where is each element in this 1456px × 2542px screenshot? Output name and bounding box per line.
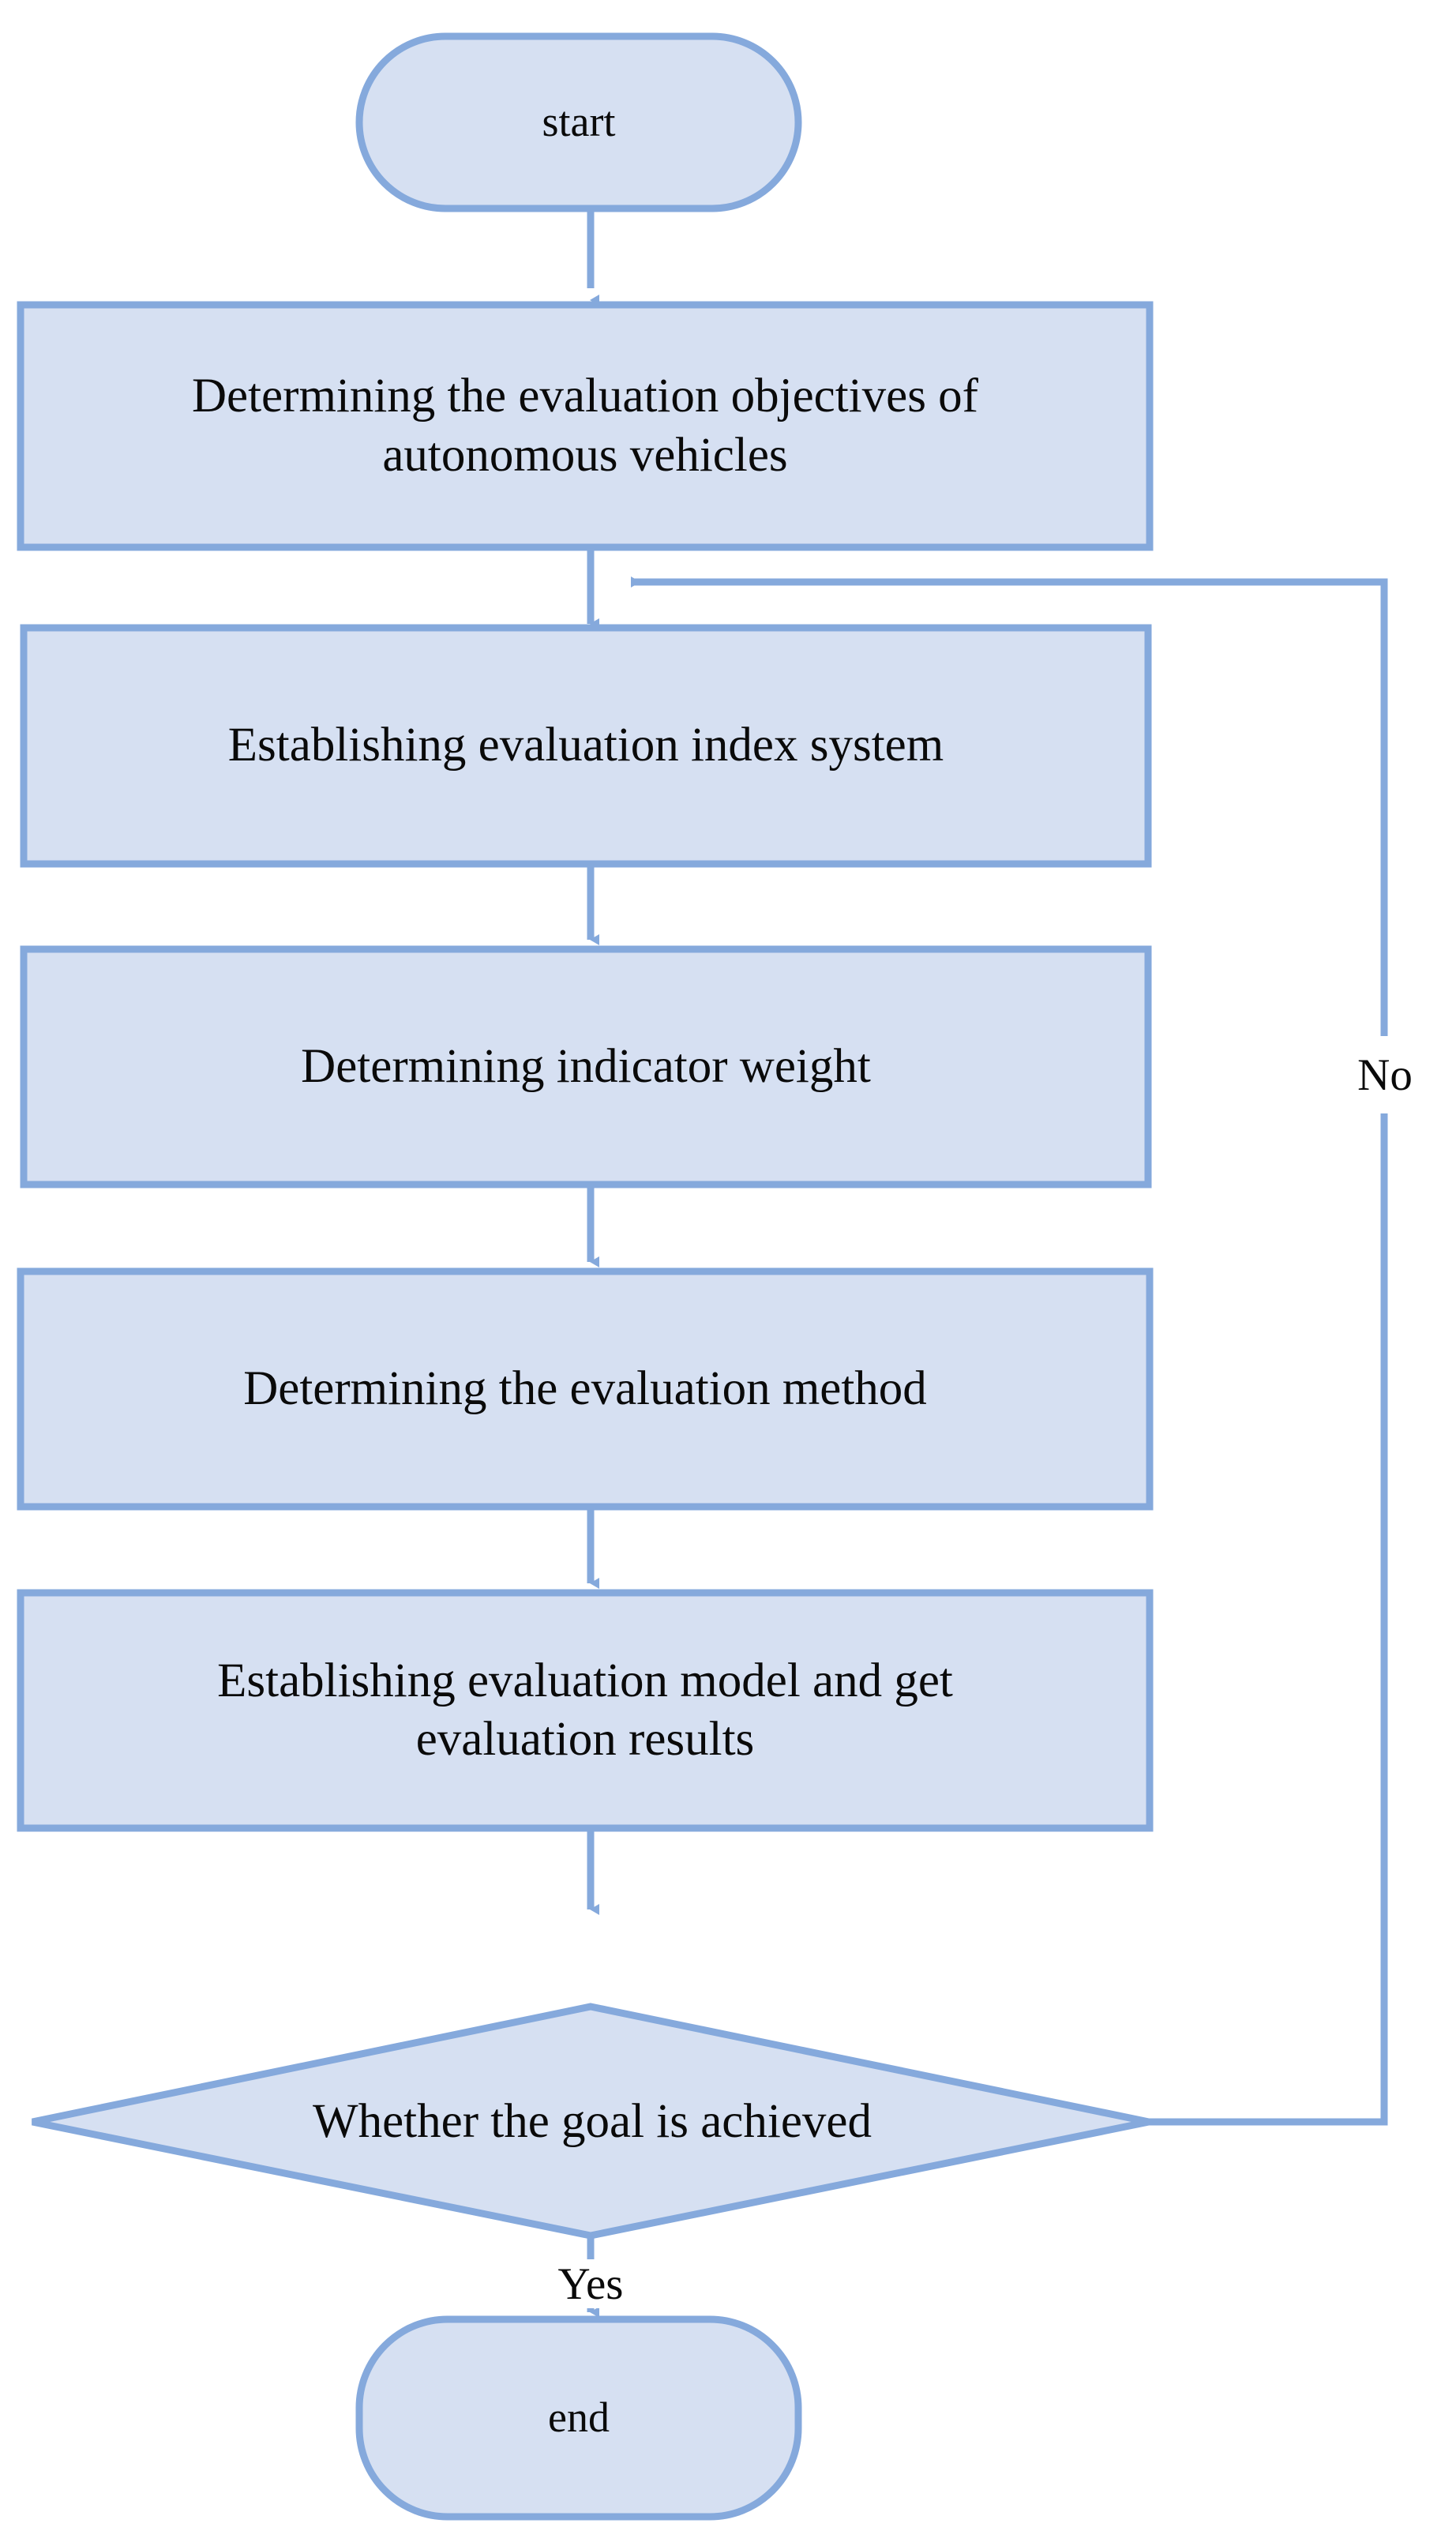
node-start[interactable] [355, 32, 802, 212]
node-indicator-weight[interactable] [20, 945, 1152, 1188]
edge-no-loop-upper [631, 576, 1388, 1041]
node-index-system[interactable] [20, 624, 1152, 868]
node-evaluation-model[interactable] [17, 1589, 1154, 1832]
node-objectives[interactable] [17, 301, 1154, 551]
node-end[interactable] [355, 2315, 802, 2521]
edge-group [587, 209, 1388, 2318]
edge-no-loop-lower [1149, 1110, 1388, 2126]
edge-label-yes: Yes [520, 2259, 661, 2309]
node-decision-goal-achieved[interactable] [32, 2003, 1150, 2240]
edge-label-no: No [1315, 1036, 1455, 1113]
node-evaluation-method[interactable] [17, 1267, 1154, 1511]
